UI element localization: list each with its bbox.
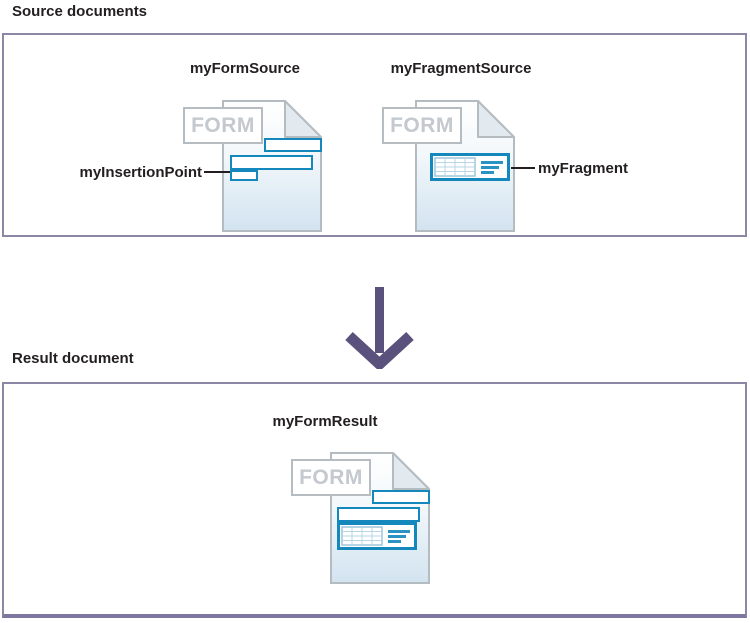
form-source-title: myFormSource	[189, 60, 301, 77]
form-badge-text: FORM	[390, 113, 454, 137]
fragment-leader-line	[511, 167, 535, 169]
fragment-source-badge: FORM	[382, 107, 462, 144]
insertion-point-field-icon	[230, 170, 258, 181]
source-section-label: Source documents	[12, 3, 148, 20]
result-section-label: Result document	[12, 350, 134, 367]
form-field-bar-icon	[372, 490, 430, 504]
insertion-point-label: myInsertionPoint	[79, 164, 202, 181]
form-badge-text: FORM	[191, 113, 255, 137]
insertion-point-leader-line	[204, 171, 230, 173]
source-documents-panel	[2, 33, 747, 237]
form-source-badge: FORM	[183, 107, 263, 144]
inserted-fragment-icon	[337, 522, 417, 550]
form-field-bar-icon	[337, 507, 420, 522]
fragment-icon	[430, 153, 510, 181]
fragment-source-title: myFragmentSource	[390, 60, 532, 77]
fragment-label: myFragment	[538, 160, 629, 177]
fragment-table-and-text-icon	[434, 157, 503, 177]
form-result-title: myFormResult	[272, 413, 378, 430]
fragment-table-and-text-icon	[341, 526, 410, 546]
form-badge-text: FORM	[299, 465, 363, 489]
form-result-badge: FORM	[291, 459, 371, 496]
form-field-bar-icon	[230, 155, 313, 170]
form-field-bar-icon	[264, 138, 322, 152]
merge-down-arrow-icon	[345, 287, 414, 369]
